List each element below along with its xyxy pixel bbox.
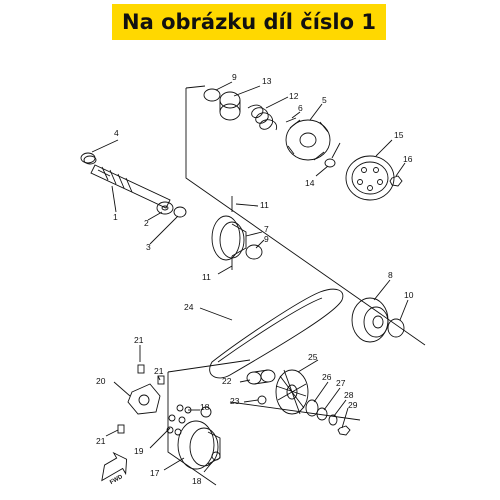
label-part-26: 26 xyxy=(322,372,332,382)
label-part-4: 4 xyxy=(114,128,119,138)
shaft-part-1 xyxy=(83,155,171,209)
label-part-23: 23 xyxy=(230,396,240,406)
label-part-5: 5 xyxy=(322,95,327,105)
cam-plate-part-20 xyxy=(127,383,161,415)
movable-sheave-part-17 xyxy=(177,420,221,470)
label-part-18b: 18 xyxy=(192,476,202,486)
nut-part-16 xyxy=(389,175,403,187)
label-part-10: 10 xyxy=(404,290,414,300)
label-part-1: 1 xyxy=(113,212,118,222)
part-28 xyxy=(328,414,338,426)
slider-part-21c xyxy=(117,424,125,434)
group-bracket-lower xyxy=(167,372,217,486)
fan-pulley-part-25 xyxy=(275,369,309,415)
label-part-24: 24 xyxy=(184,302,194,312)
label-part-27: 27 xyxy=(336,378,346,388)
label-part-3: 3 xyxy=(146,242,151,252)
label-part-6: 6 xyxy=(298,103,303,113)
collar-part-22 xyxy=(246,369,276,385)
label-part-20: 20 xyxy=(96,376,106,386)
bearing-part-2 xyxy=(156,201,174,215)
secondary-sheave-part-8 xyxy=(351,297,389,343)
label-part-21a: 21 xyxy=(134,335,144,345)
label-part-28: 28 xyxy=(344,390,354,400)
nut-part-29 xyxy=(337,425,351,436)
part-27 xyxy=(316,407,328,421)
label-part-8: 8 xyxy=(388,270,393,280)
label-part-19: 19 xyxy=(134,446,144,456)
banner-text: Na obrázku díl číslo 1 xyxy=(122,10,376,34)
label-part-11a: 11 xyxy=(260,200,269,210)
washer-part-23 xyxy=(257,395,267,405)
label-part-11b: 11 xyxy=(202,272,211,282)
label-part-14: 14 xyxy=(305,178,315,188)
clutch-carrier-part-5 xyxy=(285,119,331,161)
label-part-2: 2 xyxy=(144,218,149,228)
slider-part-21a xyxy=(137,364,145,374)
rollers-part-19 xyxy=(166,404,192,436)
slider-part-21b xyxy=(157,375,165,385)
ring-part-10 xyxy=(387,318,405,338)
collar-part-18-top xyxy=(200,406,212,418)
clutch-housing-part-15 xyxy=(345,155,395,201)
seal-part-3 xyxy=(173,206,187,218)
gear-part-26 xyxy=(305,399,319,417)
pin-part-6 xyxy=(285,117,297,123)
washer-part-9-top xyxy=(203,88,221,102)
label-part-9a: 9 xyxy=(232,72,237,82)
fwd-label: FWD xyxy=(109,474,124,486)
label-part-15: 15 xyxy=(394,130,404,140)
washer-part-14 xyxy=(324,158,336,168)
label-part-12: 12 xyxy=(289,91,299,101)
label-part-21b: 21 xyxy=(154,366,164,376)
group-bracket-upper xyxy=(185,88,426,346)
label-part-22: 22 xyxy=(222,376,232,386)
washer-part-9-mid xyxy=(245,244,263,260)
collar-part-13 xyxy=(219,91,241,121)
label-part-16: 16 xyxy=(403,154,413,164)
label-part-29: 29 xyxy=(348,400,358,410)
label-part-7: 7 xyxy=(264,224,269,234)
v-belt-part-24 xyxy=(209,288,344,379)
label-part-25: 25 xyxy=(308,352,318,362)
fwd-arrow-icon xyxy=(101,451,128,482)
label-part-21c: 21 xyxy=(96,436,106,446)
label-part-18a: 18 xyxy=(200,402,210,412)
title-banner: Na obrázku díl číslo 1 xyxy=(112,4,386,40)
label-part-9b: 9 xyxy=(264,234,269,244)
washer-part-4 xyxy=(80,152,96,164)
spring-part-12 xyxy=(247,104,278,131)
label-part-13: 13 xyxy=(262,76,272,86)
label-part-17: 17 xyxy=(150,468,160,478)
sheave-part-7 xyxy=(211,215,247,261)
collar-part-18-bottom xyxy=(211,451,221,461)
